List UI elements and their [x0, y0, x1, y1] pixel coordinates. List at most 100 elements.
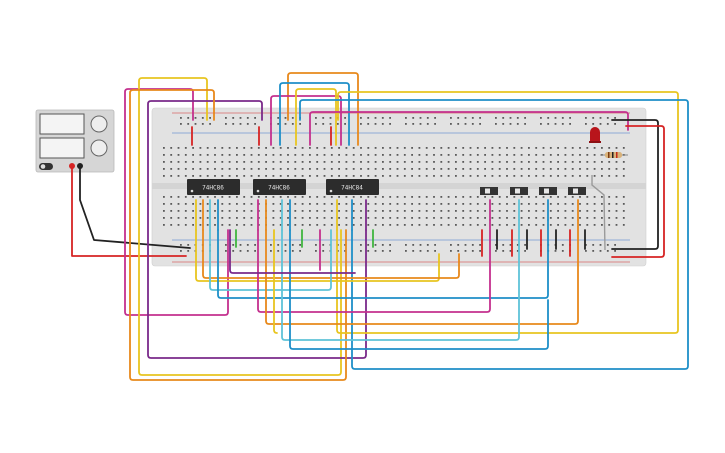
breadboard-hole[interactable]: [484, 217, 486, 219]
breadboard-hole[interactable]: [491, 224, 494, 226]
breadboard-hole[interactable]: [382, 168, 384, 170]
breadboard-hole[interactable]: [330, 217, 333, 219]
breadboard-hole[interactable]: [569, 123, 571, 125]
breadboard-hole[interactable]: [344, 117, 346, 119]
breadboard-hole[interactable]: [338, 147, 340, 149]
breadboard-hole[interactable]: [221, 168, 224, 170]
breadboard-hole[interactable]: [418, 203, 421, 205]
breadboard-hole[interactable]: [214, 217, 216, 219]
breadboard-hole[interactable]: [345, 154, 348, 156]
breadboard-hole[interactable]: [586, 154, 589, 156]
breadboard-hole[interactable]: [374, 175, 377, 177]
breadboard-hole[interactable]: [557, 168, 559, 170]
breadboard-hole[interactable]: [593, 147, 596, 149]
breadboard-hole[interactable]: [447, 154, 450, 156]
breadboard-hole[interactable]: [516, 244, 519, 246]
breadboard-hole[interactable]: [520, 217, 523, 219]
breadboard-hole[interactable]: [287, 203, 289, 205]
breadboard-hole[interactable]: [425, 210, 428, 212]
breadboard-hole[interactable]: [479, 244, 481, 246]
breadboard-hole[interactable]: [547, 117, 550, 119]
breadboard-hole[interactable]: [228, 224, 231, 226]
breadboard-hole[interactable]: [418, 161, 421, 163]
breadboard-hole[interactable]: [329, 117, 332, 119]
breadboard-hole[interactable]: [170, 224, 173, 226]
breadboard-hole[interactable]: [520, 203, 523, 205]
breadboard-hole[interactable]: [201, 123, 204, 125]
breadboard-hole[interactable]: [549, 196, 552, 198]
breadboard-hole[interactable]: [561, 250, 564, 252]
breadboard-hole[interactable]: [592, 244, 595, 246]
breadboard-hole[interactable]: [403, 210, 406, 212]
breadboard-hole[interactable]: [315, 117, 317, 119]
breadboard-hole[interactable]: [484, 196, 486, 198]
breadboard-hole[interactable]: [498, 168, 501, 170]
breadboard-hole[interactable]: [177, 224, 180, 226]
breadboard-hole[interactable]: [585, 117, 587, 119]
breadboard-hole[interactable]: [206, 203, 209, 205]
breadboard-hole[interactable]: [615, 210, 618, 212]
breadboard-hole[interactable]: [284, 117, 287, 119]
breadboard-hole[interactable]: [479, 117, 481, 119]
breadboard-hole[interactable]: [425, 161, 428, 163]
breadboard-hole[interactable]: [206, 224, 209, 226]
breadboard-hole[interactable]: [170, 161, 173, 163]
breadboard-hole[interactable]: [272, 217, 275, 219]
breadboard-hole[interactable]: [322, 123, 325, 125]
breadboard-hole[interactable]: [243, 147, 246, 149]
breadboard-hole[interactable]: [586, 217, 589, 219]
breadboard-hole[interactable]: [187, 123, 190, 125]
breadboard-hole[interactable]: [516, 117, 519, 119]
breadboard-hole[interactable]: [170, 203, 173, 205]
breadboard-hole[interactable]: [513, 161, 516, 163]
breadboard-hole[interactable]: [184, 154, 187, 156]
breadboard-hole[interactable]: [425, 147, 428, 149]
breadboard-hole[interactable]: [599, 123, 602, 125]
breadboard-hole[interactable]: [277, 123, 280, 125]
breadboard-hole[interactable]: [367, 210, 370, 212]
breadboard-hole[interactable]: [170, 175, 173, 177]
breadboard-hole[interactable]: [557, 147, 559, 149]
breadboard-hole[interactable]: [528, 210, 530, 212]
breadboard-hole[interactable]: [615, 175, 618, 177]
breadboard-hole[interactable]: [411, 147, 413, 149]
breadboard-hole[interactable]: [345, 203, 348, 205]
breadboard-hole[interactable]: [221, 203, 224, 205]
breadboard-hole[interactable]: [426, 117, 429, 119]
knob-icon[interactable]: [90, 139, 108, 157]
breadboard-hole[interactable]: [447, 196, 450, 198]
breadboard-hole[interactable]: [250, 147, 253, 149]
breadboard-hole[interactable]: [382, 175, 384, 177]
breadboard-hole[interactable]: [352, 168, 355, 170]
breadboard-hole[interactable]: [221, 154, 224, 156]
breadboard-hole[interactable]: [447, 175, 450, 177]
breadboard-hole[interactable]: [367, 196, 370, 198]
breadboard-hole[interactable]: [330, 161, 333, 163]
breadboard-hole[interactable]: [513, 210, 516, 212]
breadboard-hole[interactable]: [170, 168, 173, 170]
breadboard-hole[interactable]: [418, 217, 421, 219]
breadboard-hole[interactable]: [622, 217, 625, 219]
breadboard-hole[interactable]: [542, 217, 545, 219]
breadboard-hole[interactable]: [170, 217, 173, 219]
breadboard-hole[interactable]: [309, 161, 311, 163]
breadboard-hole[interactable]: [209, 117, 211, 119]
breadboard-hole[interactable]: [476, 196, 479, 198]
breadboard-hole[interactable]: [608, 147, 611, 149]
breadboard-hole[interactable]: [593, 217, 596, 219]
breadboard-hole[interactable]: [535, 196, 538, 198]
breadboard-hole[interactable]: [236, 196, 238, 198]
breadboard-hole[interactable]: [163, 217, 165, 219]
breadboard-hole[interactable]: [571, 210, 574, 212]
breadboard-hole[interactable]: [389, 147, 392, 149]
breadboard-hole[interactable]: [606, 244, 609, 246]
breadboard-hole[interactable]: [389, 210, 392, 212]
breadboard-hole[interactable]: [272, 224, 275, 226]
breadboard-hole[interactable]: [330, 168, 333, 170]
breadboard-hole[interactable]: [360, 123, 362, 125]
breadboard-hole[interactable]: [192, 217, 194, 219]
breadboard-hole[interactable]: [184, 168, 187, 170]
breadboard-hole[interactable]: [287, 168, 289, 170]
breadboard-hole[interactable]: [221, 210, 224, 212]
breadboard-hole[interactable]: [593, 224, 596, 226]
